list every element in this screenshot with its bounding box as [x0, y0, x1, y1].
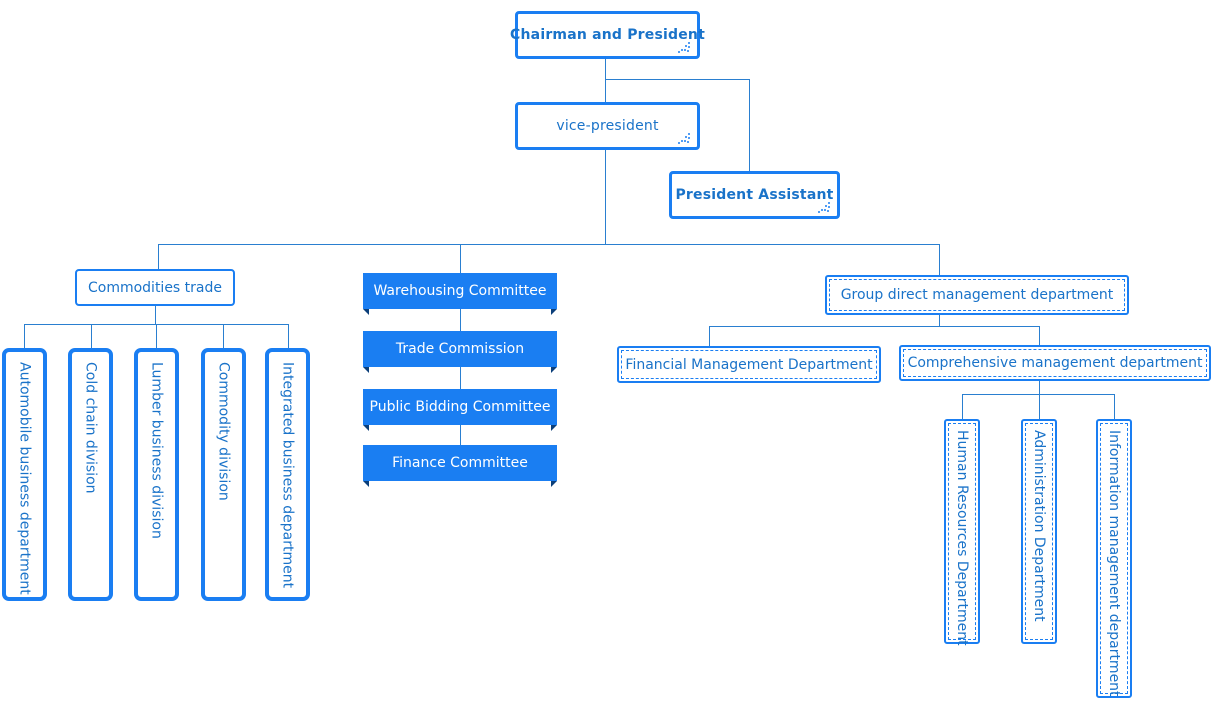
- vice-president-node: vice-president: [515, 102, 700, 150]
- department-box: Administration Department: [1021, 419, 1057, 644]
- division-box: Automobile business department: [2, 348, 47, 601]
- committee-ribbon: Finance Committee: [363, 445, 557, 487]
- financial-management-node: Financial Management Department: [617, 346, 881, 383]
- department-label: Human Resources Department: [954, 430, 970, 646]
- division-box: Lumber business division: [134, 348, 179, 601]
- division-box: Cold chain division: [68, 348, 113, 601]
- commodities-trade-label: Commodities trade: [87, 279, 223, 296]
- committee-label: Public Bidding Committee: [363, 389, 557, 425]
- group-direct-label: Group direct management department: [840, 287, 1114, 303]
- comprehensive-management-label: Comprehensive management department: [907, 355, 1203, 371]
- group-direct-node: Group direct management department: [825, 275, 1129, 315]
- committee-label: Finance Committee: [363, 445, 557, 481]
- chairman-node: Chairman and President: [510, 11, 705, 59]
- division-label: Commodity division: [215, 362, 232, 501]
- financial-management-label: Financial Management Department: [625, 356, 873, 373]
- division-label: Integrated business department: [279, 362, 296, 589]
- division-label: Automobile business department: [16, 362, 33, 595]
- committee-ribbon: Public Bidding Committee: [363, 389, 557, 431]
- committee-label: Trade Commission: [363, 331, 557, 367]
- comprehensive-management-node: Comprehensive management department: [899, 345, 1211, 381]
- dots-decoration-icon: [678, 42, 690, 53]
- division-box: Integrated business department: [265, 348, 310, 601]
- chairman-label: Chairman and President: [510, 27, 705, 43]
- president-assistant-label: President Assistant: [675, 187, 834, 203]
- committee-label: Warehousing Committee: [363, 273, 557, 309]
- department-label: Administration Department: [1031, 430, 1047, 622]
- vice-president-label: vice-president: [556, 118, 659, 134]
- division-label: Cold chain division: [82, 362, 99, 494]
- division-label: Lumber business division: [148, 362, 165, 539]
- department-box: Information management department: [1096, 419, 1132, 698]
- dots-decoration-icon: [678, 133, 690, 144]
- division-box: Commodity division: [201, 348, 246, 601]
- president-assistant-node: President Assistant: [669, 171, 840, 219]
- committee-ribbon: Trade Commission: [363, 331, 557, 373]
- department-box: Human Resources Department: [944, 419, 980, 646]
- commodities-trade-node: Commodities trade: [75, 269, 235, 306]
- committee-ribbon: Warehousing Committee: [363, 273, 557, 315]
- department-label: Information management department: [1106, 430, 1122, 697]
- dots-decoration-icon: [818, 202, 830, 213]
